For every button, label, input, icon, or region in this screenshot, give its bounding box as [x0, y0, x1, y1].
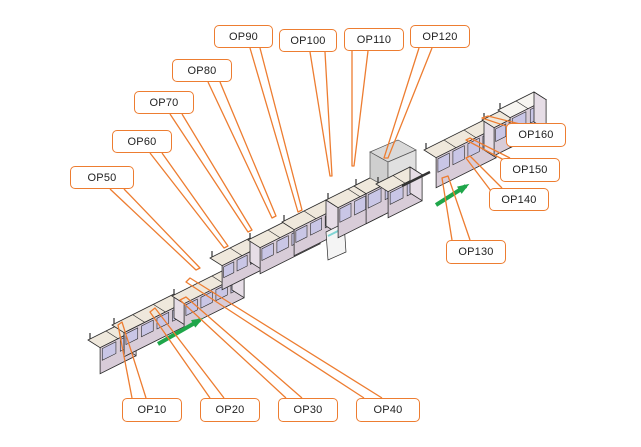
callout-op100: OP100 [279, 29, 337, 52]
leader-line-op130 [441, 175, 471, 241]
callout-op130: OP130 [446, 240, 506, 264]
machine-op10-op20-window [141, 319, 154, 338]
machine-op10-op20-panel-divider [153, 304, 166, 313]
leader-line-op20 [149, 307, 225, 399]
callout-op20: OP20 [200, 398, 260, 422]
leader-line-op110 [351, 50, 369, 167]
callout-label-op110: OP110 [356, 33, 392, 46]
leader-line-op100 [309, 51, 333, 177]
transfer-conveyor [401, 170, 431, 188]
machine-op160-panel-divider [515, 100, 529, 109]
machine-op90-panel-divider [303, 210, 317, 219]
callout-label-op50: OP50 [87, 171, 117, 184]
machine-op110-window [367, 187, 382, 209]
flow-arrow-upper-head [457, 183, 470, 194]
machine-op60-op80-window [276, 235, 289, 254]
callout-op50: OP50 [70, 166, 134, 189]
callout-op70: OP70 [134, 91, 194, 114]
callout-label-op100: OP100 [290, 34, 326, 47]
leader-line-op40 [185, 277, 383, 399]
machine-op90-window [310, 217, 322, 236]
machine-loader-window [101, 341, 117, 361]
leader-line-op70 [169, 113, 253, 233]
leader-line-op140 [465, 155, 503, 196]
machine-op60-op80-window [261, 242, 274, 261]
machine-op10-op20-window [125, 327, 139, 346]
leader-line-op90 [249, 47, 303, 213]
leader-line-op50 [109, 188, 201, 271]
callout-op150: OP150 [500, 158, 560, 182]
callout-label-op80: OP80 [187, 64, 217, 77]
callout-label-op130: OP130 [458, 246, 494, 258]
machine-loader-panel-divider [105, 330, 119, 339]
callout-label-op150: OP150 [512, 164, 548, 176]
callout-label-op20: OP20 [215, 404, 245, 416]
callout-label-op120: OP120 [422, 30, 458, 43]
leader-line-op160 [481, 115, 521, 129]
callout-label-op140: OP140 [501, 193, 537, 206]
callout-op160: OP160 [506, 123, 566, 147]
callout-label-op10: OP10 [137, 404, 167, 416]
machine-op100-window [339, 202, 352, 223]
machine-op150-window [495, 123, 507, 142]
callout-op30: OP30 [278, 398, 338, 422]
machine-op60-op80-panel-divider [267, 229, 281, 238]
callout-op80: OP80 [172, 59, 232, 82]
callout-op90: OP90 [214, 25, 273, 48]
machine-op50-window [223, 261, 235, 279]
machine-op10-op20-panel-divider [132, 314, 145, 323]
machine-op30-op40-window [200, 291, 213, 309]
leader-line-op150 [465, 137, 511, 161]
machine-op120-side [409, 166, 423, 202]
callout-label-op90: OP90 [229, 30, 258, 43]
machine-op100-window [354, 195, 366, 216]
machine-op50-panel-divider [229, 247, 243, 256]
leader-line-op30 [179, 296, 303, 399]
machine-op120-panel-divider [392, 175, 406, 184]
leader-line-op120 [383, 47, 433, 159]
callout-op120: OP120 [410, 25, 470, 48]
machine-op130-op140-window [437, 152, 450, 173]
machine-op130-op140-panel-divider [463, 129, 477, 138]
callout-op10: OP10 [122, 398, 182, 422]
machine-op130-op140-window [452, 145, 465, 166]
callout-op140: OP140 [489, 188, 549, 211]
machine-op130-op140-panel-divider [443, 139, 457, 148]
callout-label-op30: OP30 [293, 404, 323, 416]
leader-line-op80 [207, 81, 277, 219]
flow-arrow-lower-shaft [157, 318, 201, 346]
machine-op10-op20-window [156, 311, 170, 330]
machine-op90-window [295, 224, 308, 244]
callout-label-op70: OP70 [149, 96, 179, 109]
callout-op60: OP60 [112, 130, 172, 153]
machine-op30-op40-window [185, 298, 198, 317]
machine-op120-window [389, 185, 404, 205]
machine-op50-window [236, 254, 248, 272]
flow-arrow-lower-head [191, 318, 204, 328]
callout-label-op160: OP160 [518, 129, 554, 141]
callout-label-op60: OP60 [127, 135, 157, 148]
callout-op40: OP40 [356, 398, 420, 422]
leader-line-op10 [117, 321, 147, 399]
callout-op110: OP110 [344, 28, 404, 51]
leader-line-op60 [149, 152, 229, 249]
machine-op100-panel-divider [347, 188, 361, 197]
callout-label-op40: OP40 [373, 404, 403, 416]
